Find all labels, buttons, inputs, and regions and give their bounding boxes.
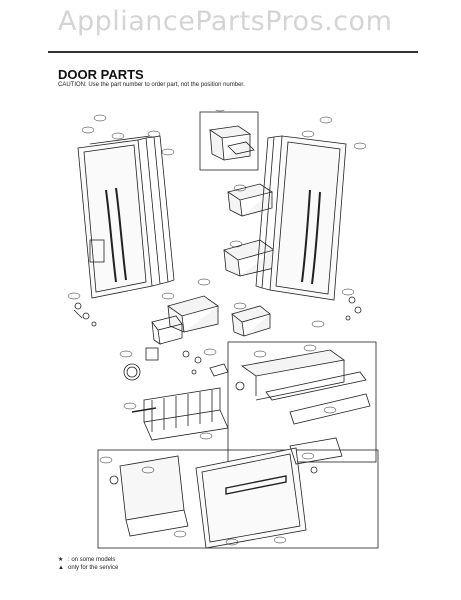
legend-text: only for the service — [68, 565, 119, 571]
drawer-rail-assembly — [227, 341, 377, 463]
watermark-logo: AppliancePartsPros.com — [58, 6, 393, 37]
upper-door-bin — [199, 111, 259, 171]
legend: ★ : on some models ▲ only for the service — [58, 556, 118, 572]
right-door-bins — [223, 183, 275, 337]
right-door-assembly — [255, 135, 347, 301]
callout-labels — [67, 110, 367, 546]
legend-row: ★ : on some models — [58, 556, 118, 564]
left-door-assembly — [77, 135, 175, 299]
lower-drawer-assembly — [97, 437, 379, 549]
left-door-bin — [151, 295, 219, 345]
small-fittings — [123, 347, 229, 381]
triangle-symbol: ▲ — [58, 565, 64, 571]
exploded-door-parts-diagram — [67, 110, 379, 549]
legend-text: : on some models — [68, 557, 116, 563]
page-title: DOOR PARTS — [58, 67, 144, 82]
caution-note: CAUTION: Use the part number to order pa… — [58, 82, 245, 88]
left-hinge-parts — [73, 302, 97, 327]
star-symbol: ★ — [58, 557, 64, 563]
legend-row: ▲ only for the service — [58, 564, 118, 572]
freezer-basket — [131, 387, 229, 441]
header-rule — [48, 51, 418, 53]
right-hinge-parts — [345, 296, 362, 321]
